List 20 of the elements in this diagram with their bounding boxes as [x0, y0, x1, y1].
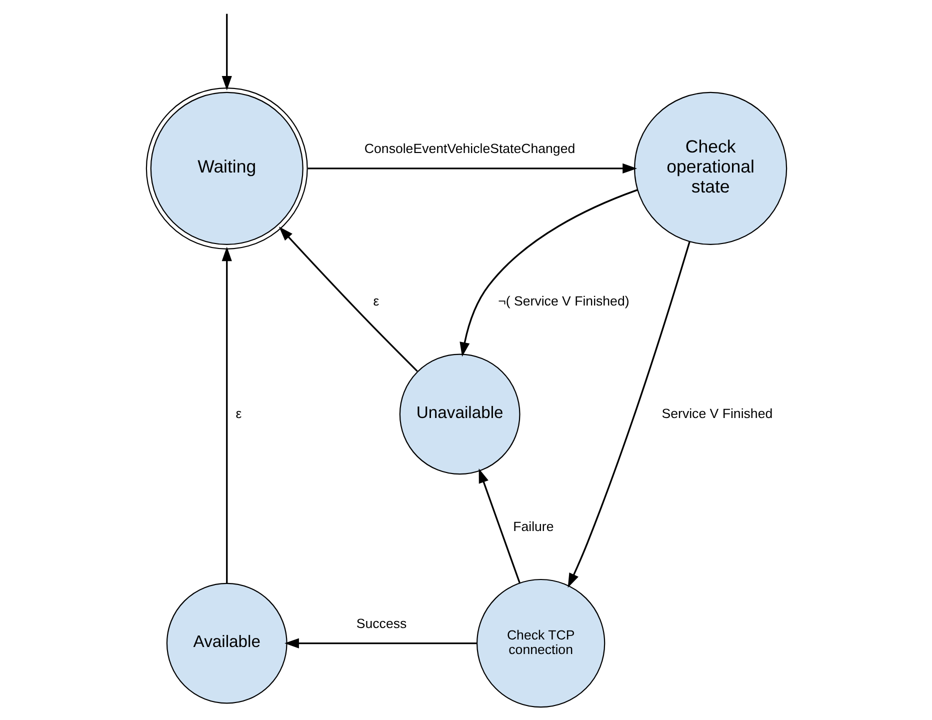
arrow: [567, 241, 690, 588]
arrow: [221, 246, 232, 584]
arrow: [459, 189, 638, 357]
arrow: [478, 468, 520, 584]
arrow: [221, 14, 232, 90]
node-circle: Check operational state: [634, 92, 787, 246]
node-circle: Unavailable: [398, 354, 520, 475]
edge-label: ¬( Service V Finished): [498, 294, 629, 309]
node-circle: Waiting: [145, 87, 308, 250]
edge-label: ConsoleEventVehicleStateChanged: [364, 141, 575, 156]
edge-label: ε: [235, 406, 242, 422]
arrow: [278, 226, 418, 372]
node-circle: Check TCP connection: [476, 578, 605, 708]
edge-label: Failure: [512, 518, 554, 534]
arrow: [284, 638, 476, 648]
edge-label: Service V Finished: [661, 406, 772, 422]
arrow: [307, 163, 637, 174]
edge-label: ε: [372, 294, 379, 309]
edge-label: Success: [356, 616, 406, 631]
node-circle: Available: [166, 582, 287, 704]
